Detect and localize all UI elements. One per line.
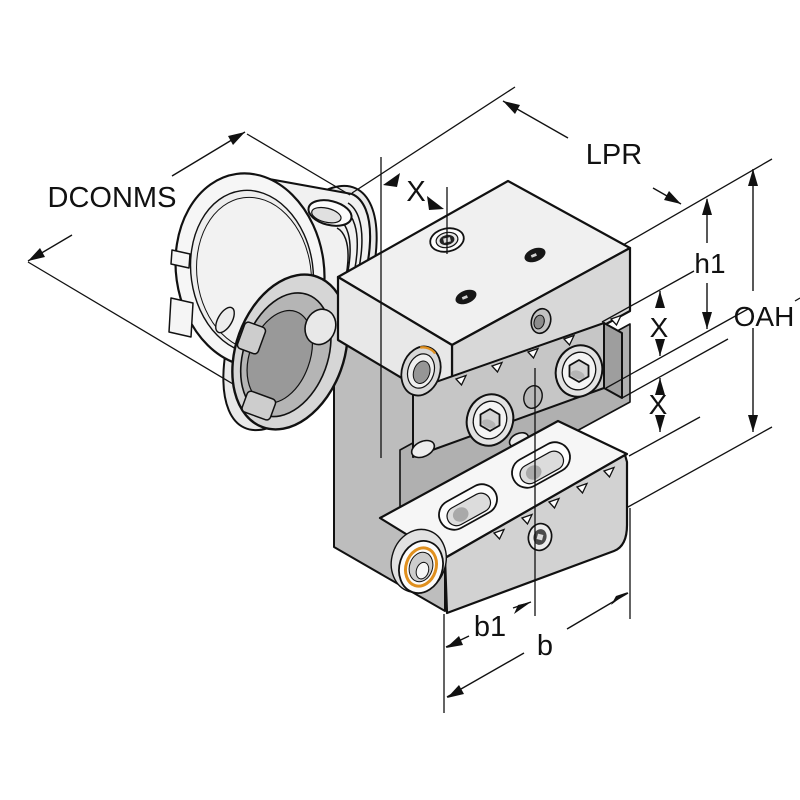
clamp-center-hole <box>523 384 543 410</box>
tool-slot <box>438 483 498 531</box>
label-dconms: DCONMS <box>48 182 177 214</box>
dimension-oah: OAH <box>627 169 795 508</box>
clamp-end-face <box>603 322 623 399</box>
clamp-block <box>400 322 623 459</box>
dimension-lpr: LPR <box>351 86 773 246</box>
bottom-front-socket-hole <box>527 522 553 552</box>
dimension-x-top: X <box>380 157 448 458</box>
clamp-socket-screw <box>465 393 515 447</box>
serration-marks-lower <box>492 466 616 541</box>
dimension-b: b <box>446 508 631 698</box>
label-x-lower: X <box>649 389 668 420</box>
flange-rim-notch <box>170 249 191 269</box>
label-b: b <box>537 630 553 662</box>
top-block-front-hole <box>530 307 552 335</box>
side-counterbore-hole <box>400 345 442 397</box>
dimensions: DCONMS LPR X h1 <box>27 86 800 713</box>
label-x-top: X <box>406 176 425 208</box>
tool-slot <box>511 441 571 489</box>
coolant-port-o-ring <box>390 528 447 594</box>
label-h1: h1 <box>694 248 725 279</box>
flange-top-oval-hole <box>307 199 353 227</box>
flange-rim-slot <box>215 306 235 334</box>
label-b1: b1 <box>474 611 506 643</box>
spindle-flange <box>168 172 378 432</box>
clamp-socket-screw <box>554 344 604 398</box>
label-lpr: LPR <box>586 139 642 171</box>
label-oah: OAH <box>734 301 795 332</box>
flange-central-bore <box>231 273 349 431</box>
serration-marks-clamp <box>454 334 576 387</box>
dimension-x-lower: X <box>621 297 800 457</box>
label-x-upper: X <box>650 312 669 343</box>
dimension-h1: h1 <box>605 198 749 389</box>
dowel-pin <box>410 439 436 459</box>
dimension-x-upper: X <box>601 270 695 356</box>
dimension-b1: b1 <box>443 368 536 713</box>
top-block-set-screw <box>524 247 546 263</box>
bottom-block <box>378 419 629 615</box>
flange-rim-notch <box>168 297 194 338</box>
top-block-set-screw <box>455 289 477 305</box>
dimension-dconms: DCONMS <box>27 131 351 385</box>
